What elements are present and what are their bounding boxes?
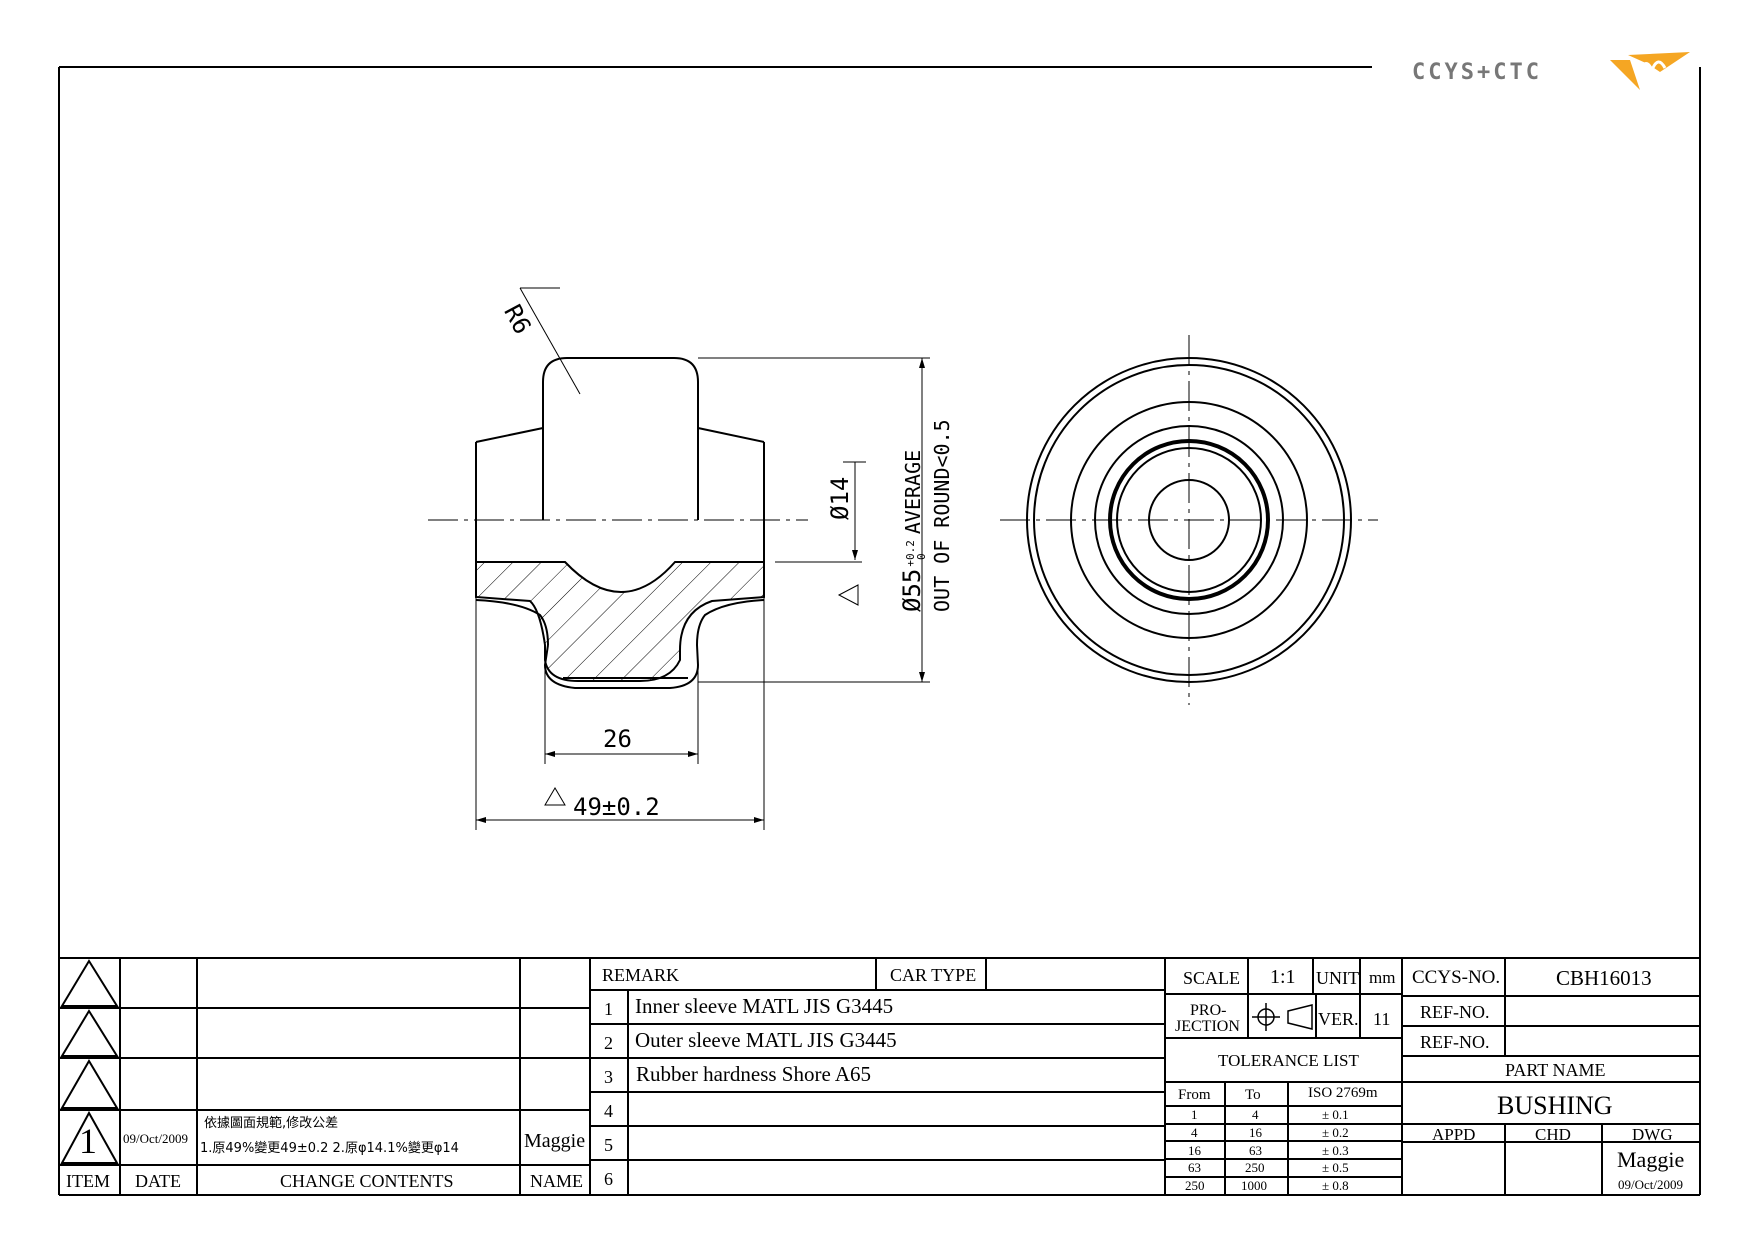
projection-symbol-icon [1252,1003,1313,1031]
end-view [1000,335,1378,705]
dwg-value: Maggie [1617,1147,1685,1172]
company-logo-text: CCYS+CTC [1412,60,1542,85]
rev-row-item: 1 [79,1121,97,1161]
company-logo-icon [1610,52,1690,90]
dim-out-of-round-label: OUT OF ROUND<0.5 [930,419,954,612]
tol-row-from: 63 [1188,1160,1201,1175]
tol-row-tol: ± 0.8 [1322,1178,1349,1193]
tol-header-to: To [1245,1087,1261,1103]
rev-header-name: NAME [530,1171,583,1191]
remark-text: Rubber hardness Shore A65 [636,1062,872,1086]
tol-row-to: 250 [1245,1160,1265,1175]
tol-row-tol: ± 0.2 [1322,1125,1349,1140]
chd-label: CHD [1535,1125,1571,1144]
dim-d14-label: Ø14 [826,476,854,520]
part-name-value: BUSHING [1497,1091,1613,1120]
dim-26-label: 26 [603,725,632,753]
dim-49-label: 49±0.2 [573,793,660,821]
unit-label: UNIT [1316,968,1359,988]
scale-value: 1:1 [1270,966,1296,988]
tol-row-to: 16 [1249,1125,1262,1140]
remark-no: 2 [604,1033,613,1053]
appd-label: APPD [1432,1125,1476,1144]
remark-header: REMARK [602,965,680,985]
car-type-label: CAR TYPE [890,965,977,985]
remark-text: Outer sleeve MATL JIS G3445 [635,1028,897,1052]
rev-row-name: Maggie [524,1130,586,1152]
rev-row-date: 09/Oct/2009 [123,1131,188,1146]
part-name-label: PART NAME [1505,1060,1606,1080]
rev-header-date: DATE [135,1171,181,1191]
tol-header-iso: ISO 2769m [1308,1085,1378,1101]
ref-no-label-1: REF-NO. [1420,1002,1490,1022]
tol-row-to: 1000 [1241,1178,1267,1193]
revision-triangles [60,959,119,1164]
tol-row-to: 4 [1252,1107,1259,1122]
tol-row-from: 1 [1191,1107,1198,1122]
hatch-section [475,561,765,682]
tolerance-title: TOLERANCE LIST [1218,1051,1359,1070]
rev-header-item: ITEM [66,1171,110,1191]
ver-label: VER. [1318,1009,1359,1029]
ver-value: 11 [1373,1009,1391,1029]
remark-no: 4 [604,1101,613,1121]
dim-d55-label: Ø55 [898,568,926,612]
ref-no-label-2: REF-NO. [1420,1032,1490,1052]
tol-row-to: 63 [1249,1143,1262,1158]
tol-row-tol: ± 0.3 [1322,1143,1349,1158]
tol-row-from: 4 [1191,1125,1198,1140]
ccys-no-label: CCYS-NO. [1412,967,1501,988]
ccys-no-value: CBH16013 [1556,966,1652,990]
remark-text: Inner sleeve MATL JIS G3445 [635,994,894,1018]
tol-row-tol: ± 0.5 [1322,1160,1349,1175]
dwg-label: DWG [1632,1125,1673,1144]
sheet-border [58,66,1701,1196]
dim-average-label: AVERAGE [901,449,925,535]
section-dimensions [475,287,930,830]
rev-header-change: CHANGE CONTENTS [280,1171,454,1191]
title-block-grid [59,958,1700,1195]
tol-row-from: 250 [1185,1178,1205,1193]
projection-label-line1: PRO- [1190,1002,1227,1019]
scale-label: SCALE [1183,968,1241,988]
remark-no: 6 [604,1169,613,1189]
tol-row-from: 16 [1188,1143,1201,1158]
remark-no: 5 [604,1135,613,1155]
remark-no: 3 [604,1067,613,1087]
remark-no: 1 [604,999,613,1019]
rev-row-change-line1: 依據圖面規範,修改公差 [204,1116,339,1131]
tol-row-tol: ± 0.1 [1322,1107,1349,1122]
dwg-date: 09/Oct/2009 [1618,1177,1683,1192]
projection-label-line2: JECTION [1175,1018,1240,1035]
section-view [475,357,765,689]
rev-row-change-line2: 1.原49%變更49±0.2 2.原φ14.1%變更φ14 [200,1141,459,1156]
unit-value: mm [1369,968,1396,987]
dim-d55-tol-lower: -0 [915,553,929,567]
tol-header-from: From [1178,1087,1211,1103]
